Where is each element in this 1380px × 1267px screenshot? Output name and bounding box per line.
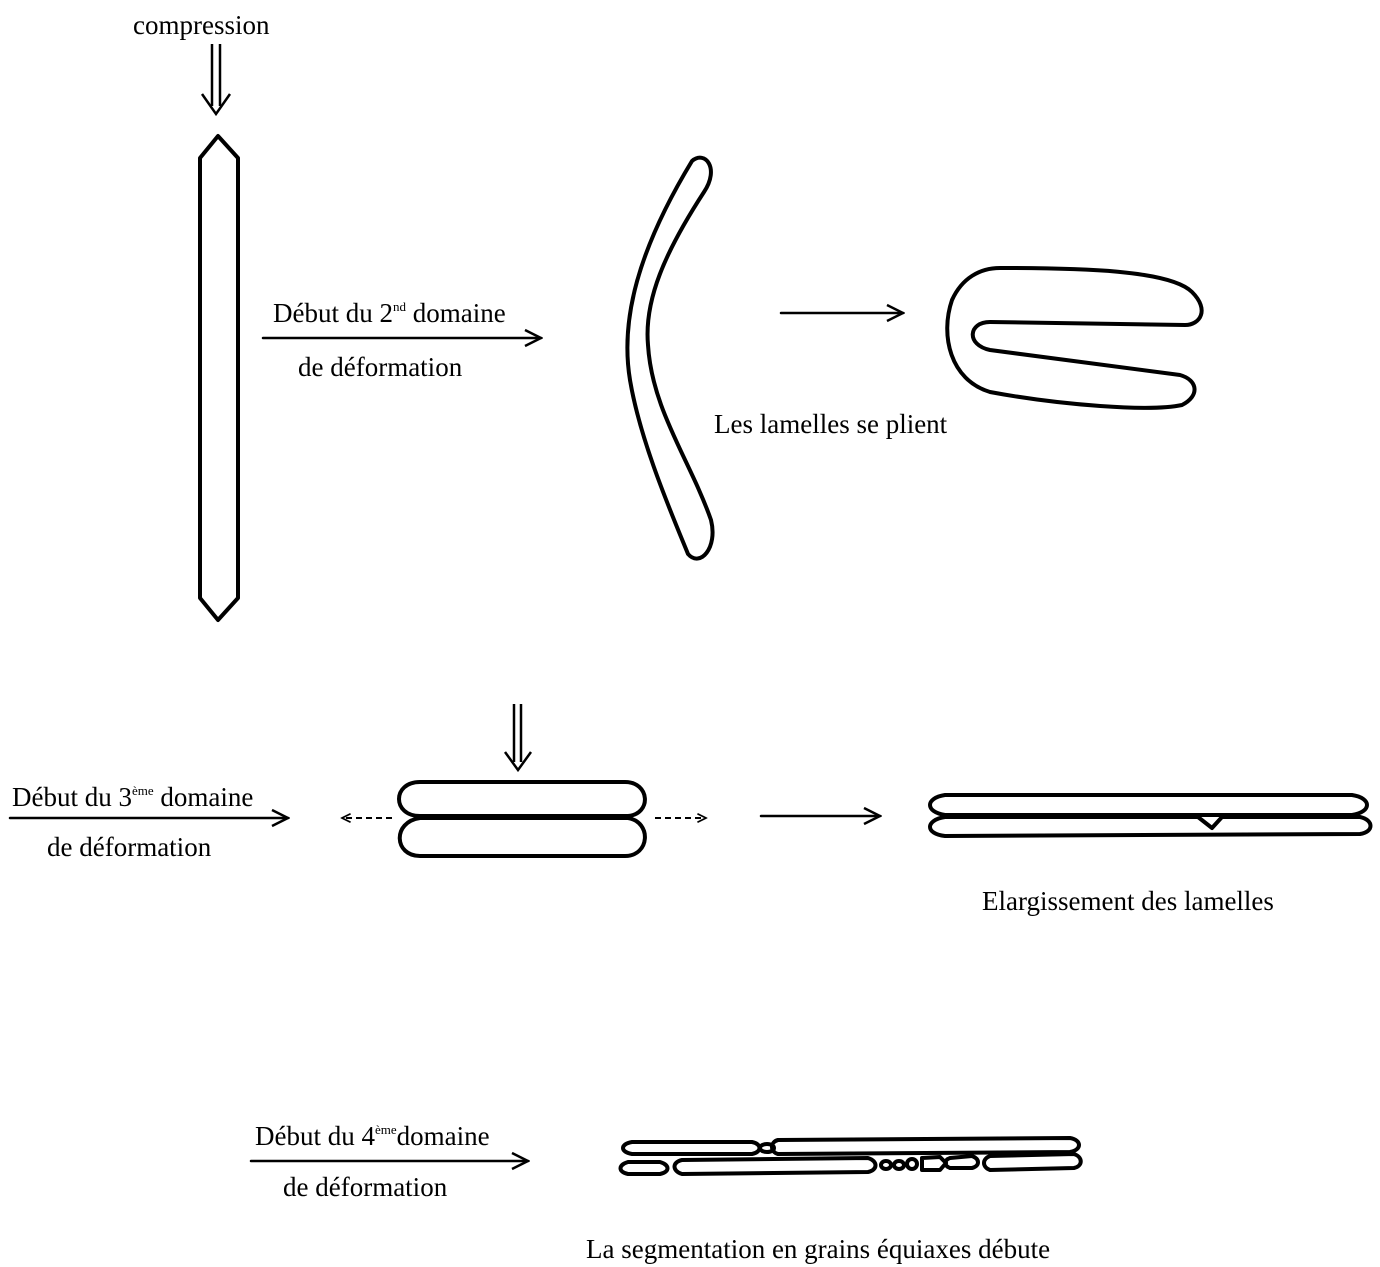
segmented-grains	[621, 1138, 1081, 1174]
curved-lamella	[627, 158, 712, 559]
svg-text:Début du 3ème domaine: Début du 3ème domaine	[12, 782, 253, 812]
stacked-lamella-top	[399, 782, 645, 816]
svg-text:de déformation: de déformation	[47, 832, 212, 862]
folded-lamella	[947, 268, 1201, 408]
fold-caption: Les lamelles se plient	[714, 409, 948, 439]
widened-lamella-top	[930, 795, 1367, 815]
svg-text:Début du 4èmedomaine: Début du 4èmedomaine	[255, 1121, 490, 1151]
vertical-lamella	[200, 136, 238, 620]
svg-text:de déformation: de déformation	[283, 1172, 448, 1202]
compression-double-arrow	[202, 44, 230, 114]
widen-caption: Elargissement des lamelles	[982, 886, 1274, 916]
svg-text:de déformation: de déformation	[298, 352, 463, 382]
compression-double-arrow-2	[505, 704, 531, 770]
compression-label: compression	[133, 10, 270, 40]
stage3-label: Début du 3ème domaine de déformation	[12, 782, 253, 862]
stage2-label: Début du 2nd domaine de déformation	[273, 298, 506, 382]
segment-caption: La segmentation en grains équiaxes début…	[586, 1234, 1050, 1264]
stacked-lamella-bottom	[400, 818, 645, 856]
svg-text:Début du 2nd domaine: Début du 2nd domaine	[273, 298, 506, 328]
widened-lamella-bottom	[930, 817, 1371, 836]
